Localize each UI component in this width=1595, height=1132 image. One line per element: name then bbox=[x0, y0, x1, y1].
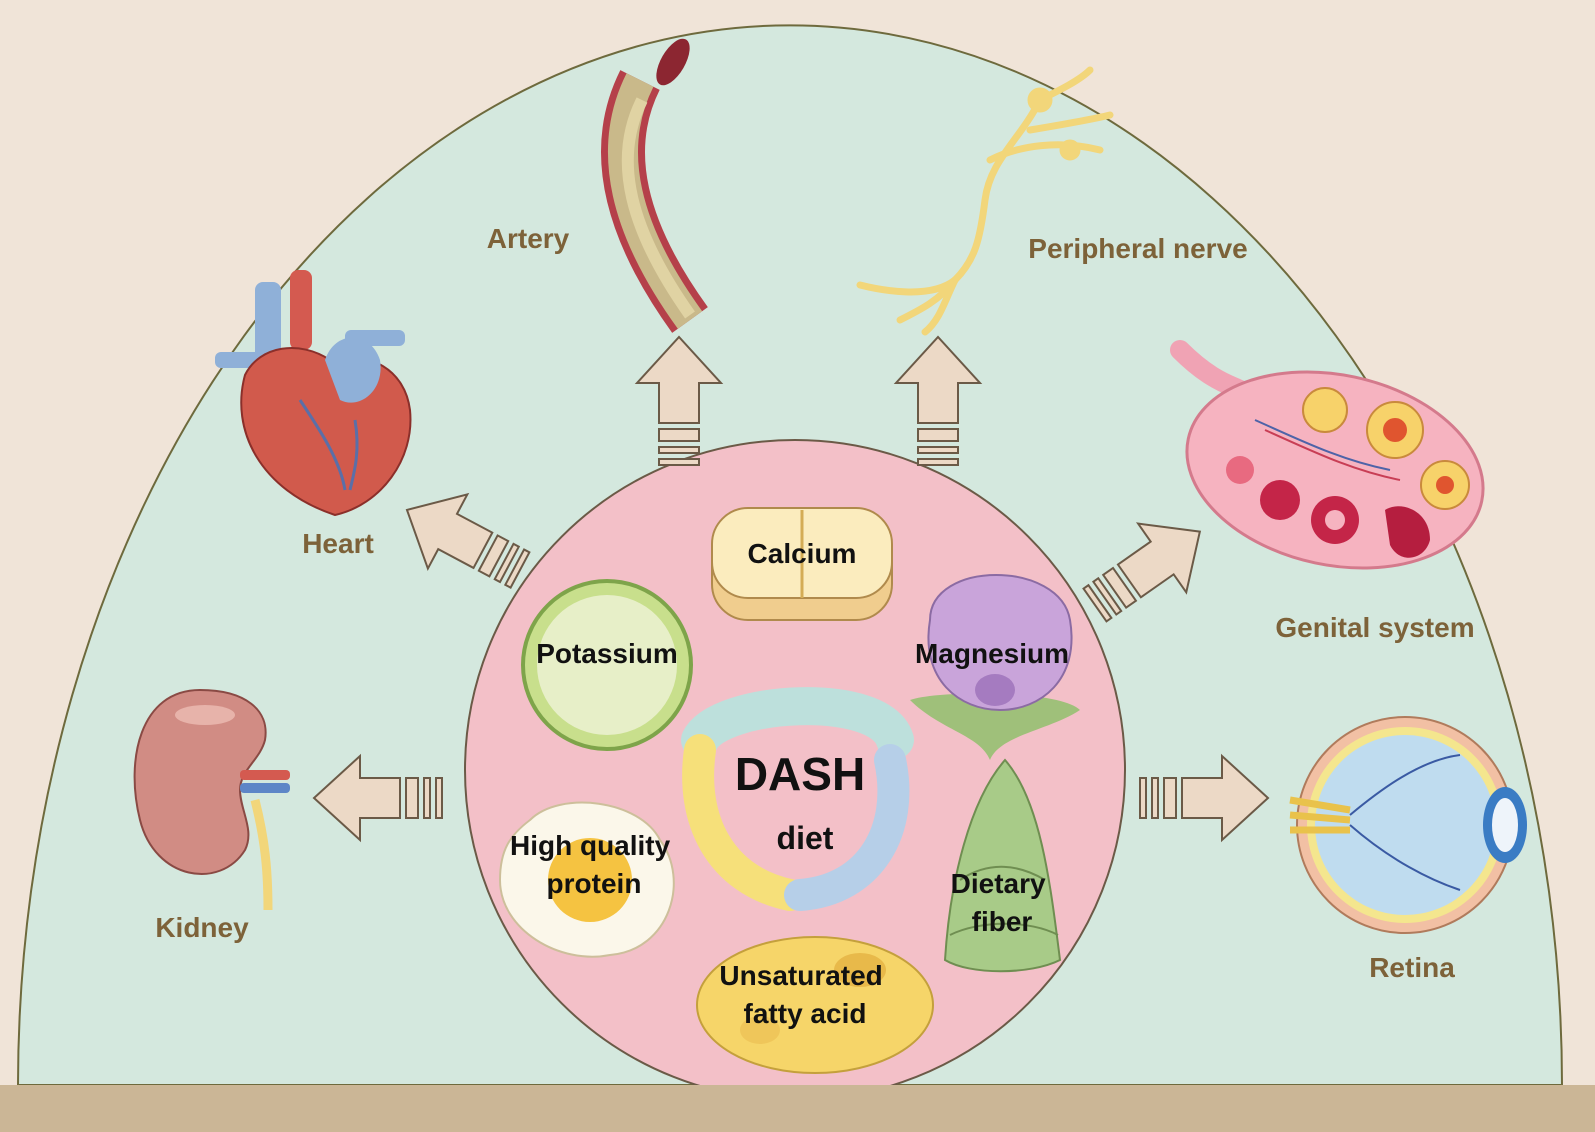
center-subtitle: diet bbox=[777, 820, 834, 856]
fatty-acid-drop bbox=[696, 936, 934, 1074]
kidney-illustration bbox=[133, 688, 290, 911]
protein-egg bbox=[498, 801, 675, 958]
magnesium-flower bbox=[910, 574, 1080, 760]
fatty-acid-label: Unsaturated fatty acid bbox=[719, 960, 890, 1029]
center-title: DASH bbox=[735, 748, 865, 800]
calcium-tablet bbox=[711, 507, 893, 621]
retina-label: Retina bbox=[1369, 952, 1455, 983]
nerve-illustration bbox=[856, 66, 1114, 336]
nerve-label: Peripheral nerve bbox=[1028, 233, 1247, 264]
kidney-label: Kidney bbox=[155, 912, 249, 943]
heart-illustration bbox=[215, 270, 412, 517]
artery-label: Artery bbox=[487, 223, 570, 254]
calcium-label: Calcium bbox=[748, 538, 857, 569]
ovary-illustration bbox=[1170, 340, 1485, 570]
magnesium-label: Magnesium bbox=[915, 638, 1069, 669]
dash-ring bbox=[681, 687, 914, 911]
fiber-label: Dietary fiber bbox=[951, 868, 1054, 937]
artery-illustration bbox=[601, 38, 708, 333]
eye-illustration bbox=[1289, 716, 1527, 934]
protein-label: High quality protein bbox=[510, 830, 678, 899]
fiber-shoot bbox=[943, 758, 1062, 973]
potassium-label: Potassium bbox=[536, 638, 678, 669]
genital-label: Genital system bbox=[1275, 612, 1474, 643]
potassium-slice bbox=[521, 579, 693, 751]
heart-label: Heart bbox=[302, 528, 374, 559]
